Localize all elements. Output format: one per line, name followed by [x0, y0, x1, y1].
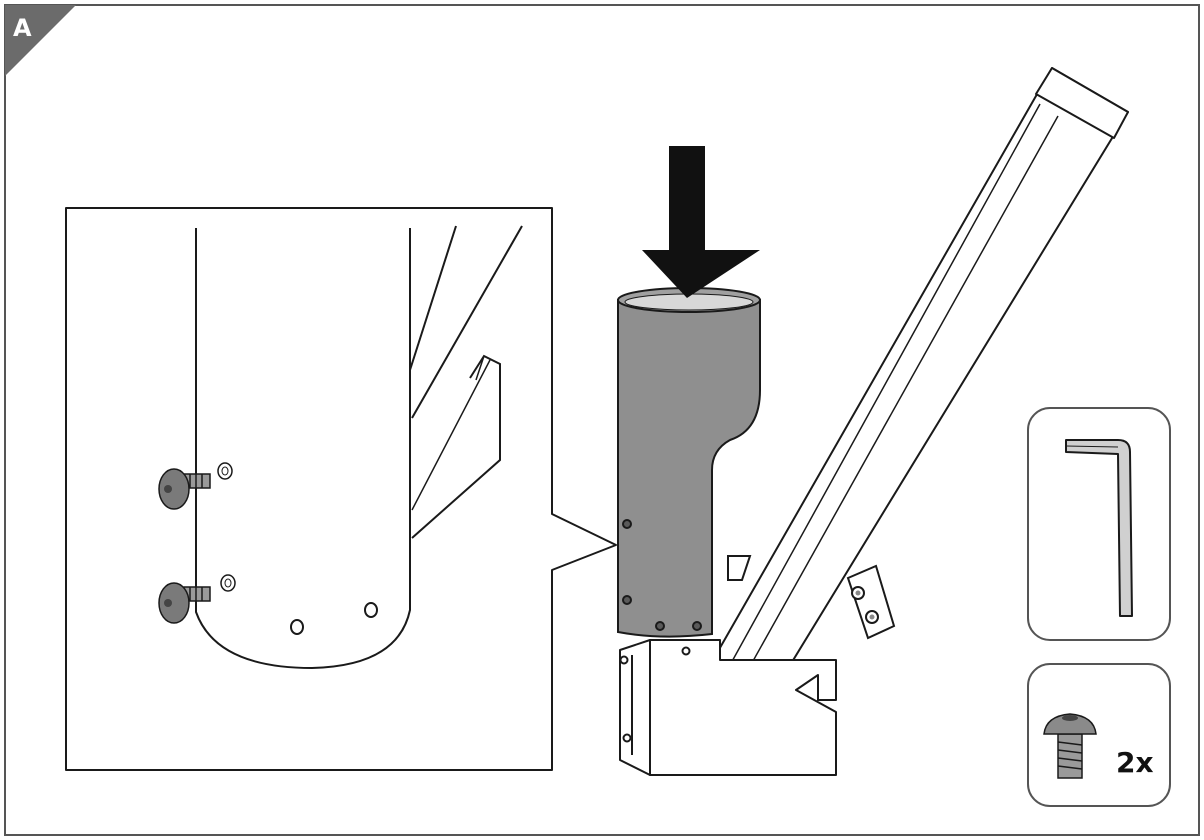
page-border: [4, 4, 1200, 836]
insert-direction-arrow: [642, 146, 760, 298]
allen-key-icon: [1065, 439, 1133, 617]
detail-screw-lower: [158, 582, 211, 624]
side-bracket: [846, 564, 896, 640]
hex-key-panel: [1027, 407, 1171, 641]
base-block: [619, 639, 837, 776]
rail-ledge: [727, 555, 752, 581]
button-head-screw-icon: [1043, 713, 1097, 779]
detail-screw-upper: [158, 468, 211, 510]
step-label: A: [13, 14, 32, 42]
post-tube: [617, 287, 761, 638]
screw-panel: 2x: [1027, 663, 1171, 807]
step-corner-tab: A: [5, 5, 76, 76]
screw-quantity: 2x: [1116, 746, 1154, 779]
detail-callout: [65, 207, 617, 771]
